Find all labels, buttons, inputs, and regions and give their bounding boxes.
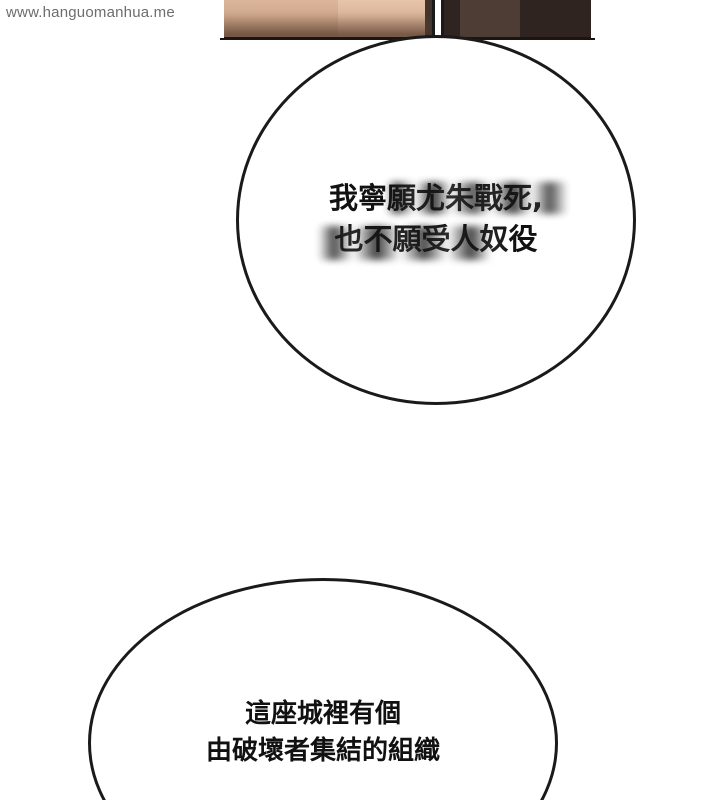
panel-right-gutter: [591, 0, 595, 38]
speech-bubble-1: [236, 35, 636, 405]
panel-shadow-blur: [220, 14, 430, 40]
bubble-2-line-1: 這座城裡有個: [244, 699, 401, 729]
bubble-1-line-2: 也不願受人奴役: [334, 222, 538, 257]
speech-bubble-2-text: 這座城裡有個 由破壞者集結的組織: [88, 696, 558, 770]
site-watermark: www.hanguomanhua.me: [6, 4, 175, 21]
bubble-2-line-2: 由破壞者集結的組織: [205, 735, 440, 766]
bubble-1-line-1: 我寧願尤朱戰死,: [328, 181, 544, 215]
panel-mid-tone: [460, 0, 520, 40]
panel-left-gutter: [220, 0, 224, 38]
speech-bubble-1-text: 我寧願尤朱戰死, 也不願受人奴役: [236, 178, 636, 260]
partial-panel-top: [220, 0, 595, 40]
